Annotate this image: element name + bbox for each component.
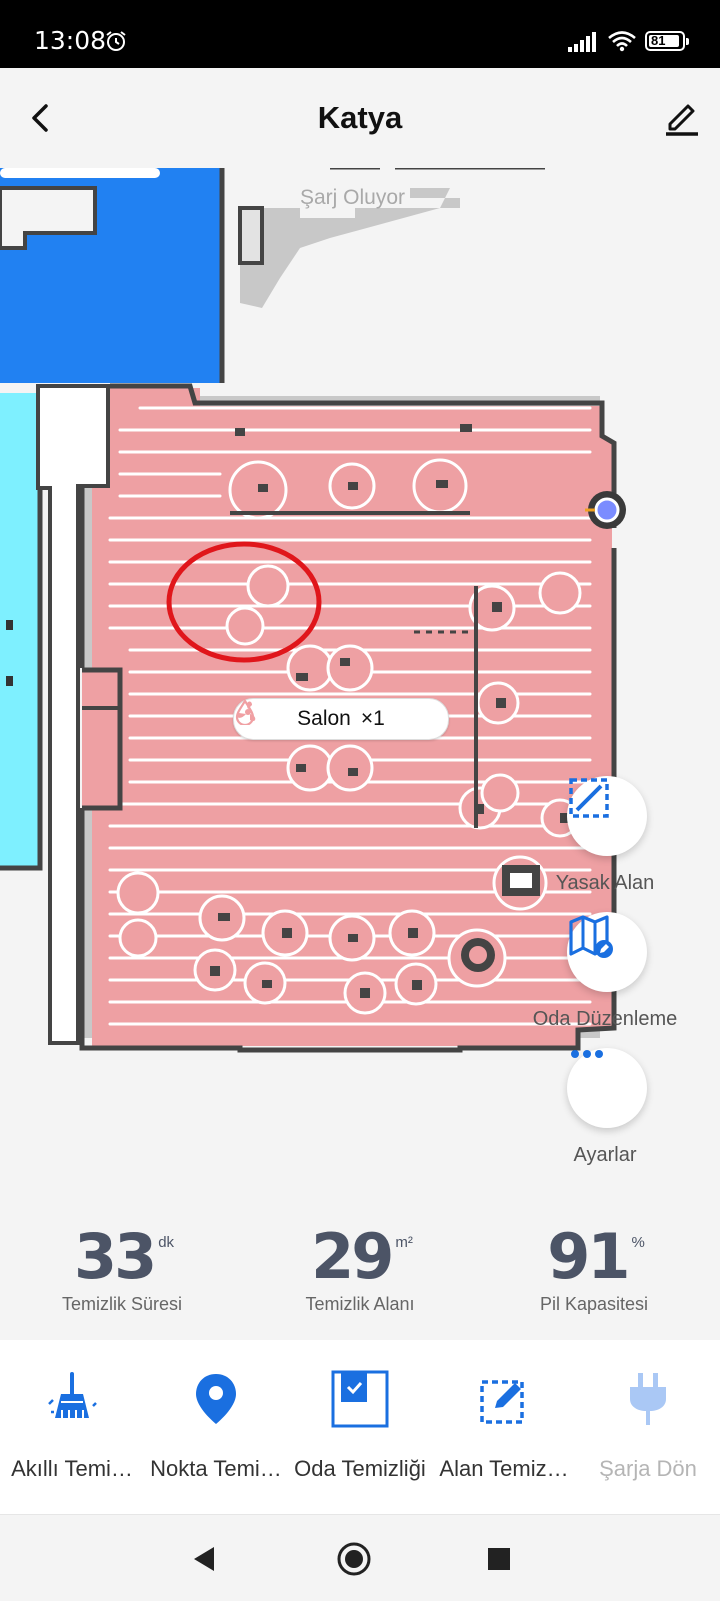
no-go-zone-button[interactable] xyxy=(567,776,647,856)
battery-level: 81 xyxy=(651,33,666,48)
plug-icon xyxy=(630,1373,666,1425)
more-dots-icon xyxy=(571,1050,603,1058)
status-bar: 13:08 81 xyxy=(0,0,720,68)
settings-button[interactable] xyxy=(567,1048,647,1128)
area-edit-icon xyxy=(480,1380,524,1424)
mode-tab-bar: Akıllı Temi… Nokta Temi… Oda Temizliği xyxy=(0,1340,720,1514)
cleaning-map[interactable]: Şarj Oluyor Salon ×1 Yasak Alan Oda Düze xyxy=(0,168,720,1188)
tab-spot-clean[interactable]: Nokta Temi… xyxy=(144,1340,288,1514)
back-arrow-icon[interactable] xyxy=(22,98,62,138)
tab-smart-clean-label: Akıllı Temi… xyxy=(11,1456,133,1481)
stat-battery-value: 91 xyxy=(547,1220,630,1293)
room-passes: ×1 xyxy=(360,707,385,730)
tab-area-clean[interactable]: Alan Temiz… xyxy=(432,1340,576,1514)
nav-home-button[interactable] xyxy=(330,1535,378,1583)
stat-battery-unit: % xyxy=(631,1234,645,1251)
room-edit-label: Oda Düzenleme xyxy=(532,1008,678,1030)
room-edit-icon xyxy=(569,915,613,958)
stat-battery: 91% Pil Kapasitesi xyxy=(474,1222,714,1315)
stat-area-label: Temizlik Alanı xyxy=(305,1294,415,1314)
edit-pencil-icon[interactable] xyxy=(662,98,702,138)
tab-room-clean[interactable]: Oda Temizliği xyxy=(288,1340,432,1514)
signal-icon xyxy=(568,32,596,52)
settings-label: Ayarlar xyxy=(573,1144,637,1166)
alarm-icon xyxy=(106,31,126,51)
water-drop-icon xyxy=(235,699,255,725)
app-header: Katya xyxy=(0,68,720,168)
room-name: Salon xyxy=(297,707,351,730)
tab-spot-clean-label: Nokta Temi… xyxy=(150,1456,282,1481)
charging-status: Şarj Oluyor xyxy=(300,186,406,209)
nav-recents-button[interactable] xyxy=(475,1535,523,1583)
clock: 13:08 xyxy=(34,26,107,55)
map-canvas xyxy=(0,168,626,1053)
tab-smart-clean[interactable]: Akıllı Temi… xyxy=(0,1340,144,1514)
tab-area-clean-label: Alan Temiz… xyxy=(439,1456,569,1481)
stat-battery-label: Pil Kapasitesi xyxy=(539,1294,649,1314)
no-go-zone-icon xyxy=(569,778,609,818)
location-pin-icon xyxy=(196,1374,236,1424)
room-label-chip[interactable]: Salon ×1 xyxy=(233,698,449,740)
tab-room-clean-label: Oda Temizliği xyxy=(294,1456,426,1481)
stat-area-unit: m² xyxy=(395,1234,413,1251)
nav-recents-icon xyxy=(488,1548,510,1570)
page-title: Katya xyxy=(317,100,403,135)
tab-return-dock[interactable]: Şarja Dön xyxy=(576,1340,720,1514)
stat-duration-label: Temizlik Süresi xyxy=(61,1294,183,1314)
stat-duration-unit: dk xyxy=(158,1234,175,1251)
room-select-icon xyxy=(331,1370,389,1428)
nav-home-icon xyxy=(337,1542,371,1576)
system-nav-bar xyxy=(0,1514,720,1601)
highlight-circle xyxy=(166,541,322,663)
wifi-icon xyxy=(608,31,636,52)
no-go-zone-label: Yasak Alan xyxy=(555,872,655,894)
stat-duration-value: 33 xyxy=(73,1220,157,1293)
stat-area-value: 29 xyxy=(311,1220,394,1293)
fan-icon xyxy=(237,701,256,722)
broom-icon xyxy=(48,1372,97,1418)
room-cyan xyxy=(0,393,40,868)
room-edit-button[interactable] xyxy=(567,912,647,992)
battery-icon: 81 xyxy=(645,31,689,51)
tab-return-dock-label: Şarja Dön xyxy=(599,1456,697,1481)
nav-back-button[interactable] xyxy=(180,1535,228,1583)
nav-back-icon xyxy=(194,1547,214,1571)
